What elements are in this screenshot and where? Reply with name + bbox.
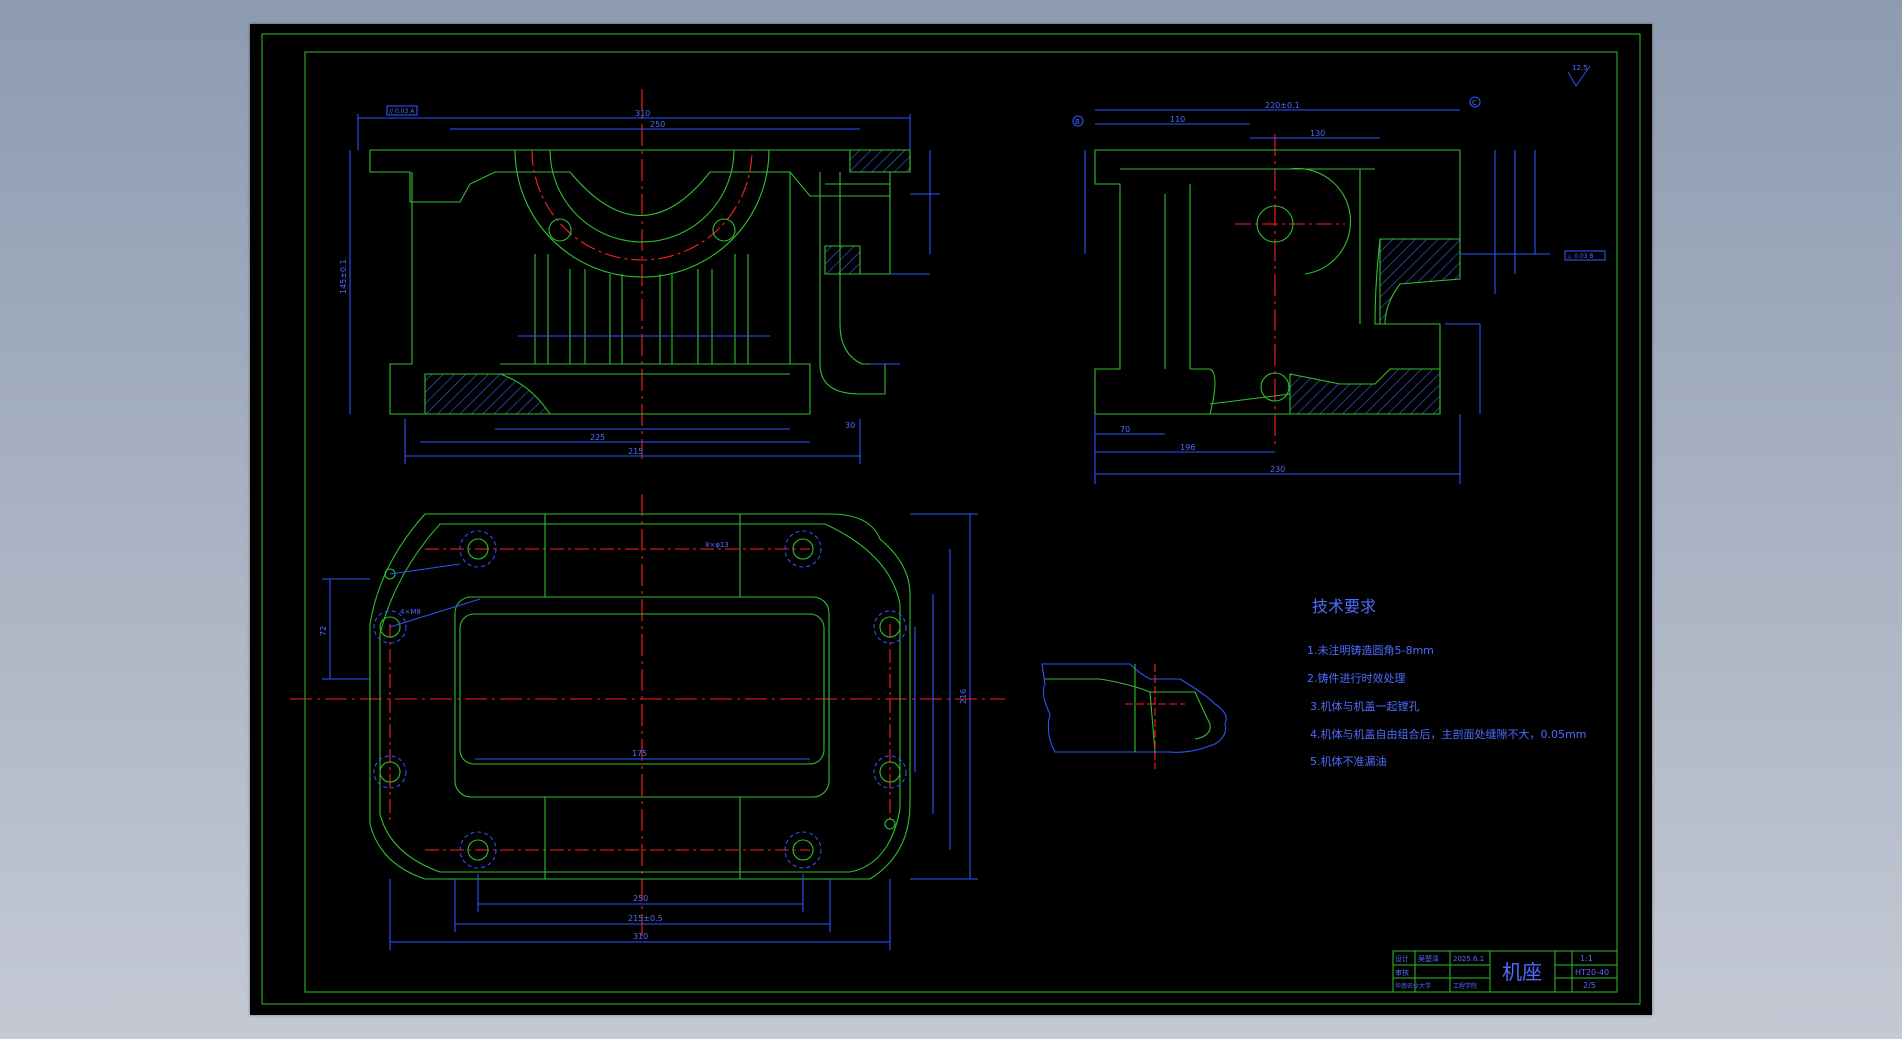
- datum-marker-b: [1072, 115, 1084, 127]
- side-view: B C ⊥ 0.03 B 230 220±0.1 110 130 196 70: [1072, 96, 1606, 484]
- dim-front-base2: 225: [590, 433, 605, 442]
- note-item-1: 1.未注明铸造圆角5-8mm: [1307, 643, 1434, 657]
- tb-r1c2: 吴楚泽: [1418, 954, 1439, 963]
- detail-outline: [1041, 663, 1227, 753]
- side-boss-hole: [1256, 205, 1294, 243]
- front-dimensions: [349, 114, 940, 464]
- top-outline: [369, 513, 911, 880]
- front-view: 310 250 145±0.1 215 225 30 // 0.03 A: [339, 89, 940, 464]
- dim-side-top: 220±0.1: [1265, 101, 1300, 110]
- tb-r3c2: 工程学院: [1453, 982, 1477, 990]
- dim-top-mid: 215±0.5: [628, 914, 663, 923]
- side-base-hole: [1260, 372, 1290, 402]
- tb-r1c3: 2025.6.1: [1453, 955, 1484, 963]
- side-base-profile: [1190, 368, 1291, 415]
- dim-side-mid: 130: [1310, 129, 1325, 138]
- detail-view: [1041, 663, 1227, 769]
- tb-r2c1: 审核: [1395, 968, 1409, 977]
- bolt-note: 8×φ13: [705, 541, 729, 549]
- tb-scale: 1:1: [1580, 954, 1593, 963]
- tb-drawing-no: HT20-40: [1575, 968, 1609, 977]
- dim-front-height: 145±0.1: [339, 259, 348, 294]
- tolerance-2: ⊥ 0.03 B: [1567, 253, 1594, 260]
- tolerance-1: // 0.03 A: [389, 108, 415, 115]
- note-item-5: 5.机体不准漏油: [1310, 754, 1387, 768]
- cad-drawing: 12.5: [261, 33, 1641, 1005]
- outer-border: [261, 33, 1641, 1005]
- datum-c-label: C: [1472, 99, 1477, 107]
- front-hatch-base: [424, 373, 552, 415]
- front-bearing-outer: [514, 149, 770, 278]
- tb-sheet: 2/5: [1583, 981, 1596, 990]
- notes-title: 技术要求: [1312, 597, 1376, 616]
- dim-side-base: 196: [1180, 443, 1195, 452]
- front-right-boss: [825, 183, 891, 275]
- dim-side-left: 110: [1170, 115, 1185, 124]
- tb-r3c1: 华南农业大学: [1395, 982, 1431, 990]
- title-block: 设计 吴楚泽 2025.6.1 审核 华南农业大学 工程学院 机座 1:1 HT…: [1392, 950, 1618, 993]
- note-item-2: 2.铸件进行时效处理: [1307, 671, 1406, 685]
- front-hatch-topright: [849, 149, 911, 173]
- dim-front-overall: 310: [635, 109, 650, 118]
- roughness-symbol: 12.5: [1567, 64, 1591, 87]
- top-dimensions: [322, 513, 978, 950]
- tolerance-frame-2: [1564, 250, 1606, 261]
- dim-front-base: 215: [628, 447, 643, 456]
- note-item-3: 3.机体与机盖一起镗孔: [1310, 699, 1420, 713]
- part-name: 机座: [1502, 960, 1542, 984]
- front-hole-right: [712, 218, 736, 242]
- front-bearing-inner: [549, 149, 735, 243]
- tb-r1c1: 设计: [1395, 954, 1409, 963]
- side-hatch-base: [1289, 368, 1441, 415]
- front-top-flange: [369, 149, 911, 217]
- front-hatch-right: [824, 245, 861, 275]
- top-cavity-inner: [459, 613, 825, 765]
- dim-top-height: 216: [959, 689, 968, 704]
- top-cavity: [454, 596, 830, 798]
- inner-border: [304, 51, 1618, 993]
- dim-top-width: 250: [633, 894, 648, 903]
- datum-b-label: B: [1075, 118, 1080, 126]
- dim-front-top: 250: [650, 120, 665, 129]
- side-dimensions: [1084, 109, 1550, 484]
- note-item-4: 4.机体与机盖自由组合后，主剖面处缝隙不大，0.05mm: [1310, 727, 1586, 741]
- front-ribs: [500, 254, 790, 375]
- top-outline-inner: [379, 523, 901, 873]
- front-bearing-center: [531, 149, 753, 261]
- detail-inner: [1045, 678, 1211, 753]
- side-boss: [1289, 167, 1352, 275]
- tolerance-frame-1: [386, 105, 418, 116]
- top-view: 250 215±0.5 310 216 175 72 8×φ13 4×M8: [290, 494, 1005, 950]
- dim-top-outer: 310: [633, 932, 648, 941]
- side-inner: [1120, 168, 1375, 369]
- front-body: [389, 172, 811, 415]
- dim-front-small: 30: [845, 421, 855, 430]
- top-bolt-holes: [373, 530, 907, 869]
- dim-top-inner: 175: [632, 749, 647, 758]
- dim-top-left: 72: [319, 626, 328, 636]
- slot-note: 4×M8: [400, 608, 421, 616]
- front-right-flange: [819, 172, 886, 395]
- front-hole-left: [548, 218, 572, 242]
- datum-marker-c: [1469, 96, 1481, 108]
- dim-side-small: 70: [1120, 425, 1130, 434]
- drawing-sheet: 12.5: [250, 24, 1652, 1015]
- roughness-value: 12.5: [1572, 64, 1588, 72]
- technical-notes: 技术要求 1.未注明铸造圆角5-8mm 2.铸件进行时效处理 3.机体与机盖一起…: [1307, 597, 1586, 768]
- side-hatch: [1379, 238, 1461, 325]
- dim-side-overall: 230: [1270, 465, 1285, 474]
